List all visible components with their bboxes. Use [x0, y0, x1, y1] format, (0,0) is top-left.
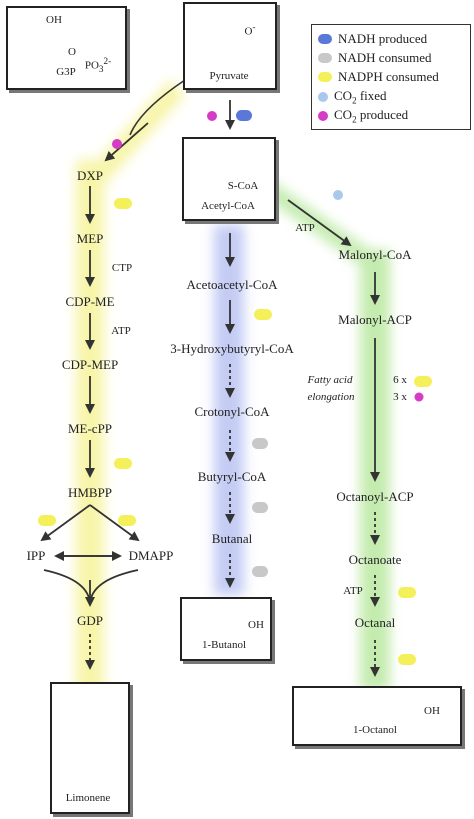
legend-text: CO2 fixed: [334, 88, 387, 106]
node-cdp-mep: CDP-MEP: [61, 357, 119, 372]
node-gdp: GDP: [76, 613, 104, 628]
octanol-box: [292, 686, 462, 746]
g3p-po3-label: PO32-: [84, 56, 112, 74]
node-octanal: Octanal: [354, 615, 396, 630]
node-acetoacetyl-coa: Acetoacetyl-CoA: [186, 277, 278, 292]
co2-produced-icon: [207, 111, 217, 121]
butanol-oh-label: OH: [248, 619, 264, 631]
pyruvate-o-label: O-: [244, 22, 256, 38]
g3p-oh-label: OH: [46, 14, 62, 26]
node-3-hydroxybutyryl-coa: 3-Hydroxybutyryl-CoA: [170, 341, 294, 356]
butanol-label: 1-Butanol: [202, 639, 246, 651]
legend-nadh-consumed: NADH consumed: [318, 50, 432, 66]
limonene-label: Limonene: [65, 792, 111, 804]
node-ipp: IPP: [26, 548, 46, 563]
co2-produced-icon: [112, 139, 122, 149]
g3p-box: [6, 6, 127, 90]
legend-co2-fixed: CO2 fixed: [318, 88, 387, 106]
butanol-box: [180, 597, 272, 661]
cofactor-atp-octanal: ATP: [343, 585, 363, 597]
nadph-consumed-icon: [114, 198, 132, 209]
acetyl-coa-struct-label: S-CoA: [227, 180, 259, 192]
co2-fixed-icon: [318, 91, 328, 102]
nadh-consumed-icon: [252, 438, 268, 449]
legend-nadph-consumed: NADPH consumed: [318, 69, 439, 85]
node-octanoate: Octanoate: [348, 552, 402, 567]
co2-produced-icon: [318, 110, 328, 121]
co2-produced-icon: [414, 392, 424, 402]
pyruvate-box: [183, 2, 277, 90]
nadh-produced-icon: [318, 34, 332, 44]
legend-nadh-produced: NADH produced: [318, 31, 427, 47]
node-butyryl-coa: Butyryl-CoA: [197, 469, 267, 484]
cofactor-ctp: CTP: [111, 262, 133, 274]
node-octanoyl-acp: Octanoyl-ACP: [336, 489, 414, 504]
nadh-consumed-icon: [318, 53, 332, 63]
legend-co2-produced: CO2 produced: [318, 107, 408, 125]
co2-fixed-icon: [333, 190, 343, 200]
nadph-consumed-icon: [414, 376, 432, 387]
octanol-arrows: [287, 199, 380, 677]
g3p-label: G3P: [56, 66, 76, 78]
node-malonyl-acp: Malonyl-ACP: [338, 312, 412, 327]
octanol-label: 1-Octanol: [353, 724, 397, 736]
node-hmbpp: HMBPP: [67, 485, 113, 500]
butanol-glow: [214, 225, 244, 595]
nadh-consumed-icon: [252, 566, 268, 577]
node-malonyl-coa: Malonyl-CoA: [338, 247, 412, 262]
three-x-label: 3 x: [393, 391, 407, 403]
node-dxp: DXP: [76, 168, 104, 183]
nadph-consumed-icon: [118, 515, 136, 526]
octanol-oh-label: OH: [424, 705, 440, 717]
node-crotonyl-coa: Crotonyl-CoA: [194, 404, 270, 419]
node-me-cpp: ME-cPP: [67, 421, 113, 436]
node-butanal: Butanal: [211, 531, 253, 546]
nadph-consumed-icon: [398, 587, 416, 598]
cofactor-atp-malonyl: ATP: [295, 222, 315, 234]
six-x-label: 6 x: [393, 374, 407, 386]
cofactor-markers: [38, 110, 432, 665]
nadh-consumed-icon: [252, 502, 268, 513]
legend-text: NADPH consumed: [338, 69, 439, 84]
nadph-consumed-icon: [114, 458, 132, 469]
nadph-consumed-icon: [254, 309, 272, 320]
pyruvate-label: Pyruvate: [209, 70, 249, 82]
cofactor-atp-mep: ATP: [111, 325, 131, 337]
legend-text: CO2 produced: [334, 107, 409, 125]
node-mep: MEP: [76, 231, 104, 246]
elongation-label: elongation: [307, 391, 355, 403]
legend-text: NADH consumed: [338, 50, 432, 65]
arrow-to-dxp: [104, 122, 149, 162]
acetyl-coa-box: [182, 137, 276, 221]
limonene-box: [50, 682, 130, 814]
nadh-produced-icon: [236, 110, 252, 121]
nadph-consumed-icon: [38, 515, 56, 526]
nadph-consumed-icon: [318, 72, 332, 82]
acetyl-coa-label: Acetyl-CoA: [201, 200, 255, 212]
node-dmapp: DMAPP: [128, 548, 174, 563]
fatty-acid-label: Fatty acid: [307, 374, 353, 386]
nadph-consumed-icon: [398, 654, 416, 665]
mep-arrows: [40, 186, 140, 670]
legend-text: NADH produced: [338, 31, 428, 46]
g3p-o-label: O: [68, 46, 76, 58]
legend: NADH produced NADH consumed NADPH consum…: [311, 24, 471, 130]
node-cdp-me: CDP-ME: [65, 294, 115, 309]
